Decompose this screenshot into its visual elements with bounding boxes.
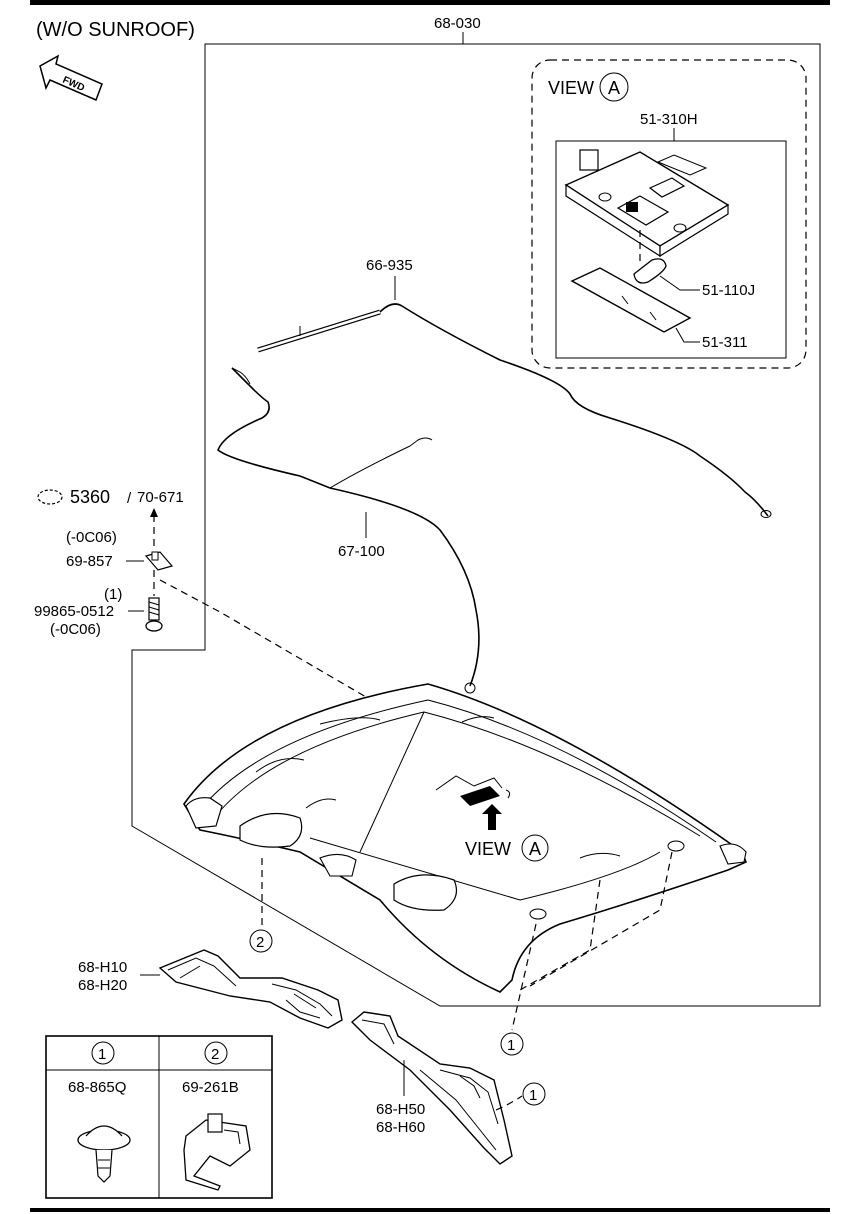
label-pillar-rear-2: 68-H60 [376,1119,425,1136]
callout-1-circle-upper [500,1032,524,1056]
label-screw-note: (-0C06) [50,621,101,638]
callout-2-circle [249,929,273,953]
front-pillar-trim [158,949,343,1029]
callout-1-guide-lower [495,1095,523,1111]
view-a-ref-word: VIEW [465,839,511,859]
harness-upper [257,303,772,518]
fwd-arrow-icon: FWD [39,54,103,102]
label-harness-lower: 67-100 [338,543,385,560]
callout-1-circle-lower [522,1082,546,1106]
map-lamp-housing [564,149,730,258]
rear-pillar-trim [350,1011,513,1165]
retainer-clip-icon [183,1113,251,1191]
label-ref-main: 5360 [70,487,110,507]
view-a-ref-letter: A [529,839,541,859]
callout-1-guide-a [511,923,537,1031]
label-pillar-front-2: 68-H20 [78,977,127,994]
view-a-ref-circle [521,834,549,862]
lens-icon [570,267,692,333]
label-pillar-front-1: 68-H10 [78,959,127,976]
callout-1-guide-c [529,851,673,987]
label-map-lamp: 51-310H [640,111,698,128]
legend-col2-part: 69-261B [182,1079,239,1096]
legend-col2-circle [204,1041,228,1065]
callout-1-guide-b [519,879,601,991]
label-clip-note: (-0C06) [66,529,117,546]
label-headliner: 68-030 [434,15,481,32]
map-lamp-box [555,140,787,359]
view-a-title-letter: A [608,78,620,98]
label-harness-upper: 66-935 [366,257,413,274]
headliner-lamp-opening [435,775,511,806]
harness-lower [217,367,480,694]
label-ref-slash: / [127,490,132,507]
label-screw-qty: (1) [104,586,122,603]
fastener-legend-table [45,1035,273,1199]
legend-col2-head: 2 [211,1046,219,1063]
callout-2-label: 2 [256,934,264,951]
headliner-panel [183,683,748,993]
view-a-arrow-icon [482,804,502,830]
label-lens: 51-311 [702,334,748,351]
legend-col1-part: 68-865Q [68,1079,126,1096]
leader-lens [675,327,700,343]
view-a-title-word: VIEW [548,78,594,98]
ref-arrow-head-icon [150,508,158,517]
screw-icon [145,597,163,632]
label-screw-part: 99865-0512 [34,603,114,620]
legend-col1-head: 1 [98,1046,106,1063]
push-clip-icon [77,1125,131,1183]
bottom-border-bar [30,1208,830,1212]
headliner-group-outline [131,43,821,1007]
ref-camera-icon [37,489,63,505]
view-a-detail-box [531,59,807,369]
leader-bulb [659,275,700,291]
label-clip-part: 69-857 [66,553,113,570]
label-bulb: 51-110J [702,282,755,299]
label-ref-sub: 70-671 [137,489,184,506]
label-pillar-rear-1: 68-H50 [376,1101,425,1118]
legend-col1-circle [91,1041,115,1065]
clip-icon [144,551,174,571]
bulb-icon [633,258,667,284]
view-a-title-circle [599,72,629,102]
top-border-bar [30,0,830,5]
callout-1-label-upper: 1 [507,1037,515,1054]
diagram-title: (W/O SUNROOF) [36,19,195,41]
callout-1-label-lower: 1 [529,1087,537,1104]
